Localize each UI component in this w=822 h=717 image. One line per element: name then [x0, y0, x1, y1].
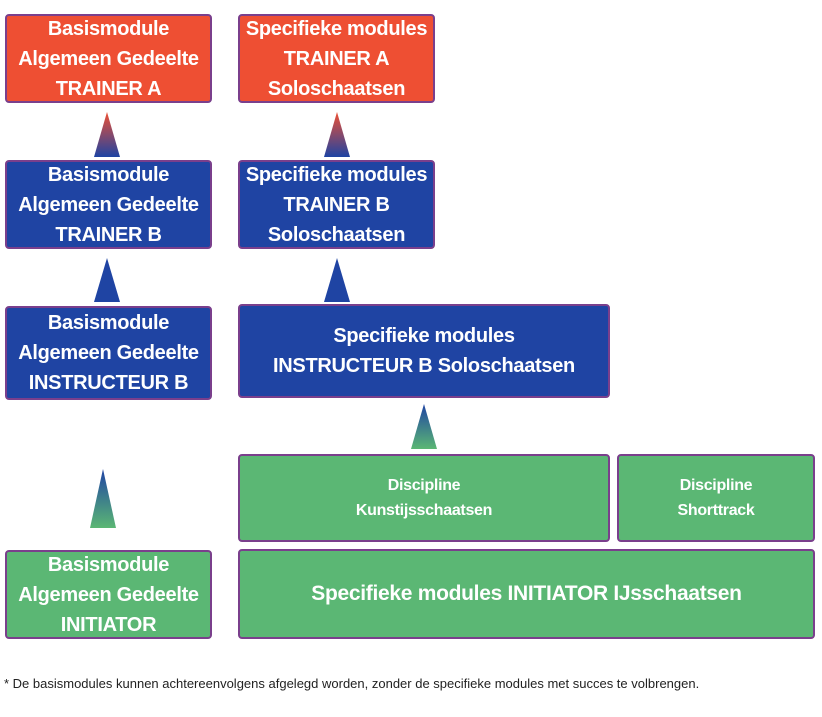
box-line: Discipline [679, 477, 753, 494]
box-line: INSTRUCTEUR B [28, 372, 189, 394]
footnote: * De basismodules kunnen achtereenvolgen… [4, 676, 700, 691]
box-line: TRAINER A [55, 77, 162, 100]
box-spec-trainer-a: Specifieke modules TRAINER A Soloschaats… [238, 14, 435, 103]
box-line: Specifieke modules [333, 325, 515, 347]
box-spec-trainer-b: Specifieke modules TRAINER B Soloschaats… [238, 160, 435, 249]
box-basis-instructeur-b: Basismodule Algemeen Gedeelte INSTRUCTEU… [5, 306, 212, 400]
arrow-up-icon [90, 469, 116, 528]
box-line: Specifieke modules [245, 163, 428, 186]
box-line: Basismodule [47, 312, 170, 334]
box-line: Discipline [387, 477, 461, 494]
box-line: Specifieke modules [245, 17, 428, 40]
box-line: Specifieke modules INITIATOR IJsschaatse… [311, 582, 742, 605]
box-line: Algemeen Gedeelte [18, 193, 199, 216]
arrow-up-icon [94, 258, 120, 302]
box-basis-trainer-b: Basismodule Algemeen Gedeelte TRAINER B [5, 160, 212, 249]
box-line: TRAINER A [283, 47, 390, 70]
box-line: TRAINER B [55, 223, 162, 246]
arrow-up-icon [324, 258, 350, 302]
box-line: Algemeen Gedeelte [18, 47, 199, 70]
box-basis-initiator: Basismodule Algemeen Gedeelte INITIATOR [5, 550, 212, 639]
box-basis-trainer-a: Basismodule Algemeen Gedeelte TRAINER A [5, 14, 212, 103]
box-line: Basismodule [47, 17, 170, 40]
box-line: Soloschaatsen [267, 77, 406, 100]
arrow-up-icon [94, 112, 120, 157]
arrow-up-icon [324, 112, 350, 157]
box-line: INITIATOR [60, 613, 157, 636]
box-spec-instructeur-b: Specifieke modules INSTRUCTEUR B Solosch… [238, 304, 610, 398]
box-line: INSTRUCTEUR B Soloschaatsen [273, 355, 575, 377]
box-discipline-kunstijsschaatsen: Discipline Kunstijsschaatsen [238, 454, 610, 542]
box-line: Soloschaatsen [267, 223, 406, 246]
box-spec-initiator: Specifieke modules INITIATOR IJsschaatse… [238, 549, 815, 639]
box-line: TRAINER B [283, 193, 390, 216]
box-line: Algemeen Gedeelte [18, 342, 199, 364]
box-line: Algemeen Gedeelte [18, 583, 199, 606]
box-discipline-shorttrack: Discipline Shorttrack [617, 454, 815, 542]
box-line: Shorttrack [677, 502, 755, 519]
box-line: Kunstijsschaatsen [355, 502, 493, 519]
box-line: Basismodule [47, 553, 170, 576]
box-line: Basismodule [47, 163, 170, 186]
arrow-up-icon [411, 404, 437, 449]
